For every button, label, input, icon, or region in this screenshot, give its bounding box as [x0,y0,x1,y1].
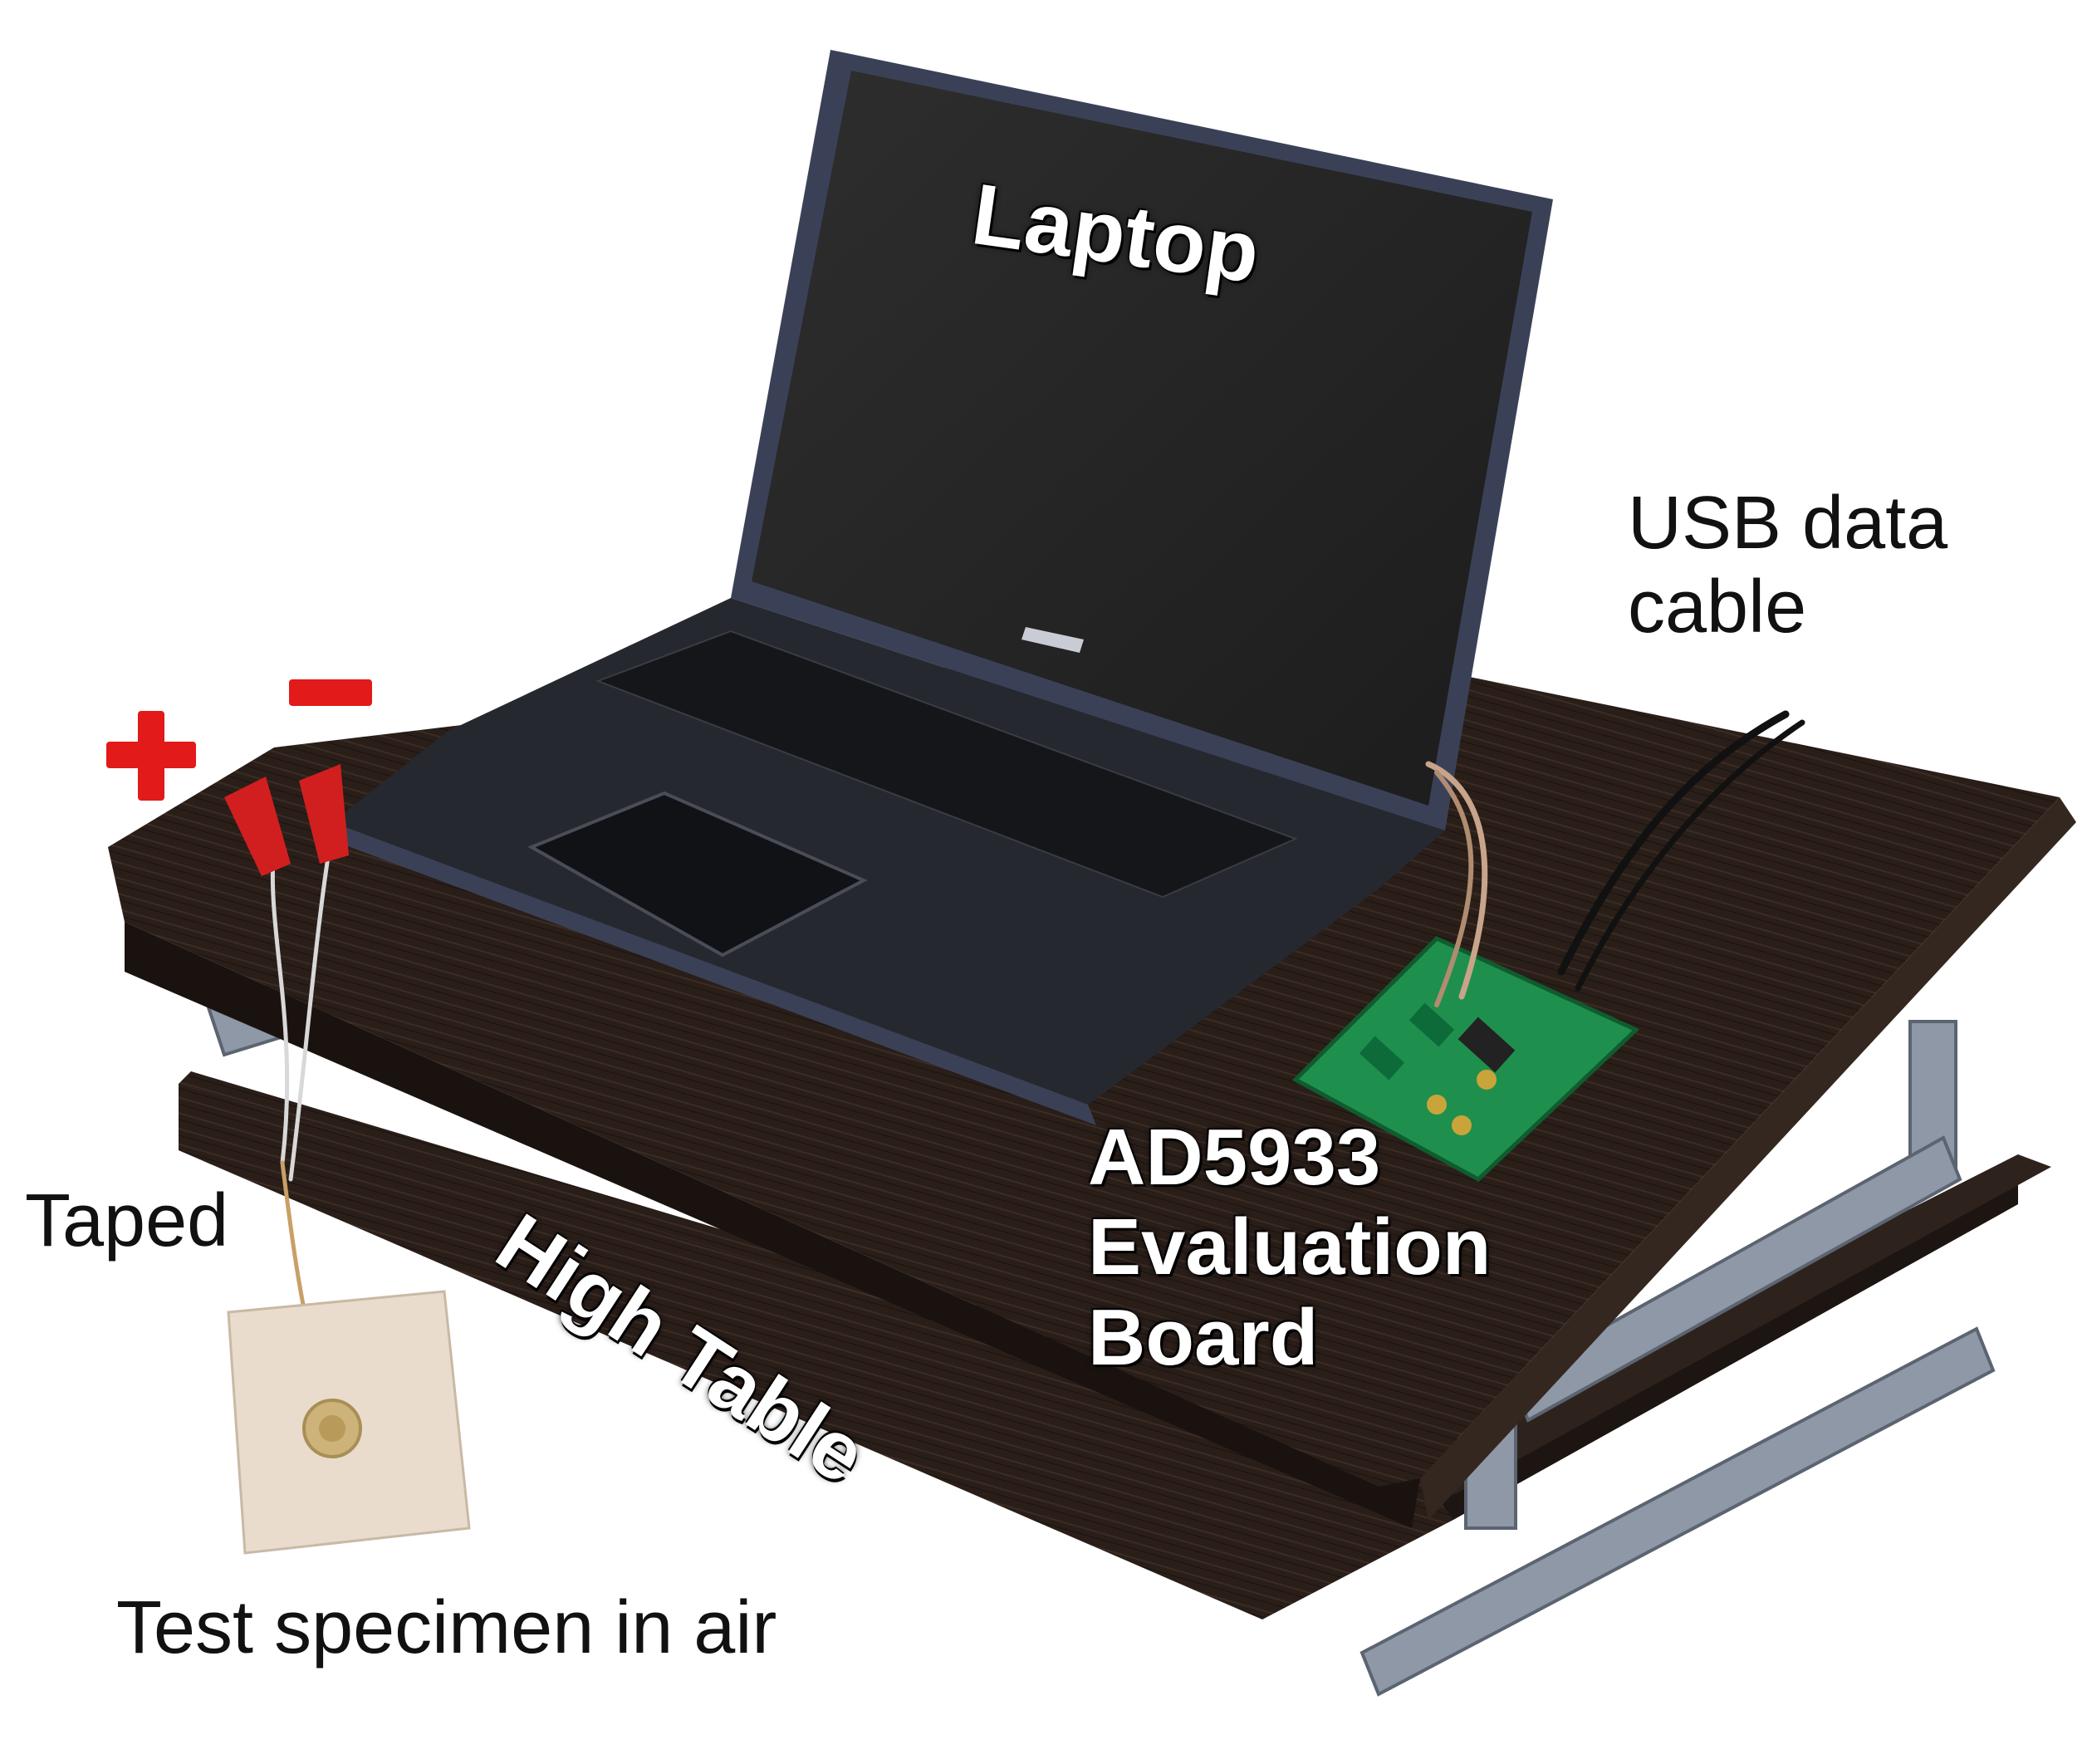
test-specimen [227,1290,471,1555]
eval-board [1291,936,1640,1183]
label-board-line1: AD5933 [1088,1113,1381,1202]
label-test-specimen: Test specimen in air [116,1586,777,1669]
minus-sign [289,679,372,706]
label-board-line3: Board [1088,1292,1319,1382]
alligator-clips [224,764,349,876]
label-board-line2: Evaluation [1088,1203,1492,1292]
metal-brackets [205,969,1996,1697]
cables [270,710,1805,1365]
plus-sign-v [138,711,164,801]
label-usb-cable: USB data cable [1628,482,1947,649]
label-usb-line2: cable [1628,565,1807,649]
label-taped: Taped [25,1179,229,1262]
label-eval-board: AD5933 Evaluation Board [1088,1113,1491,1383]
laptop-device [328,50,1553,1125]
keyboard-grid [595,630,1298,899]
label-usb-line1: USB data [1628,482,1948,565]
